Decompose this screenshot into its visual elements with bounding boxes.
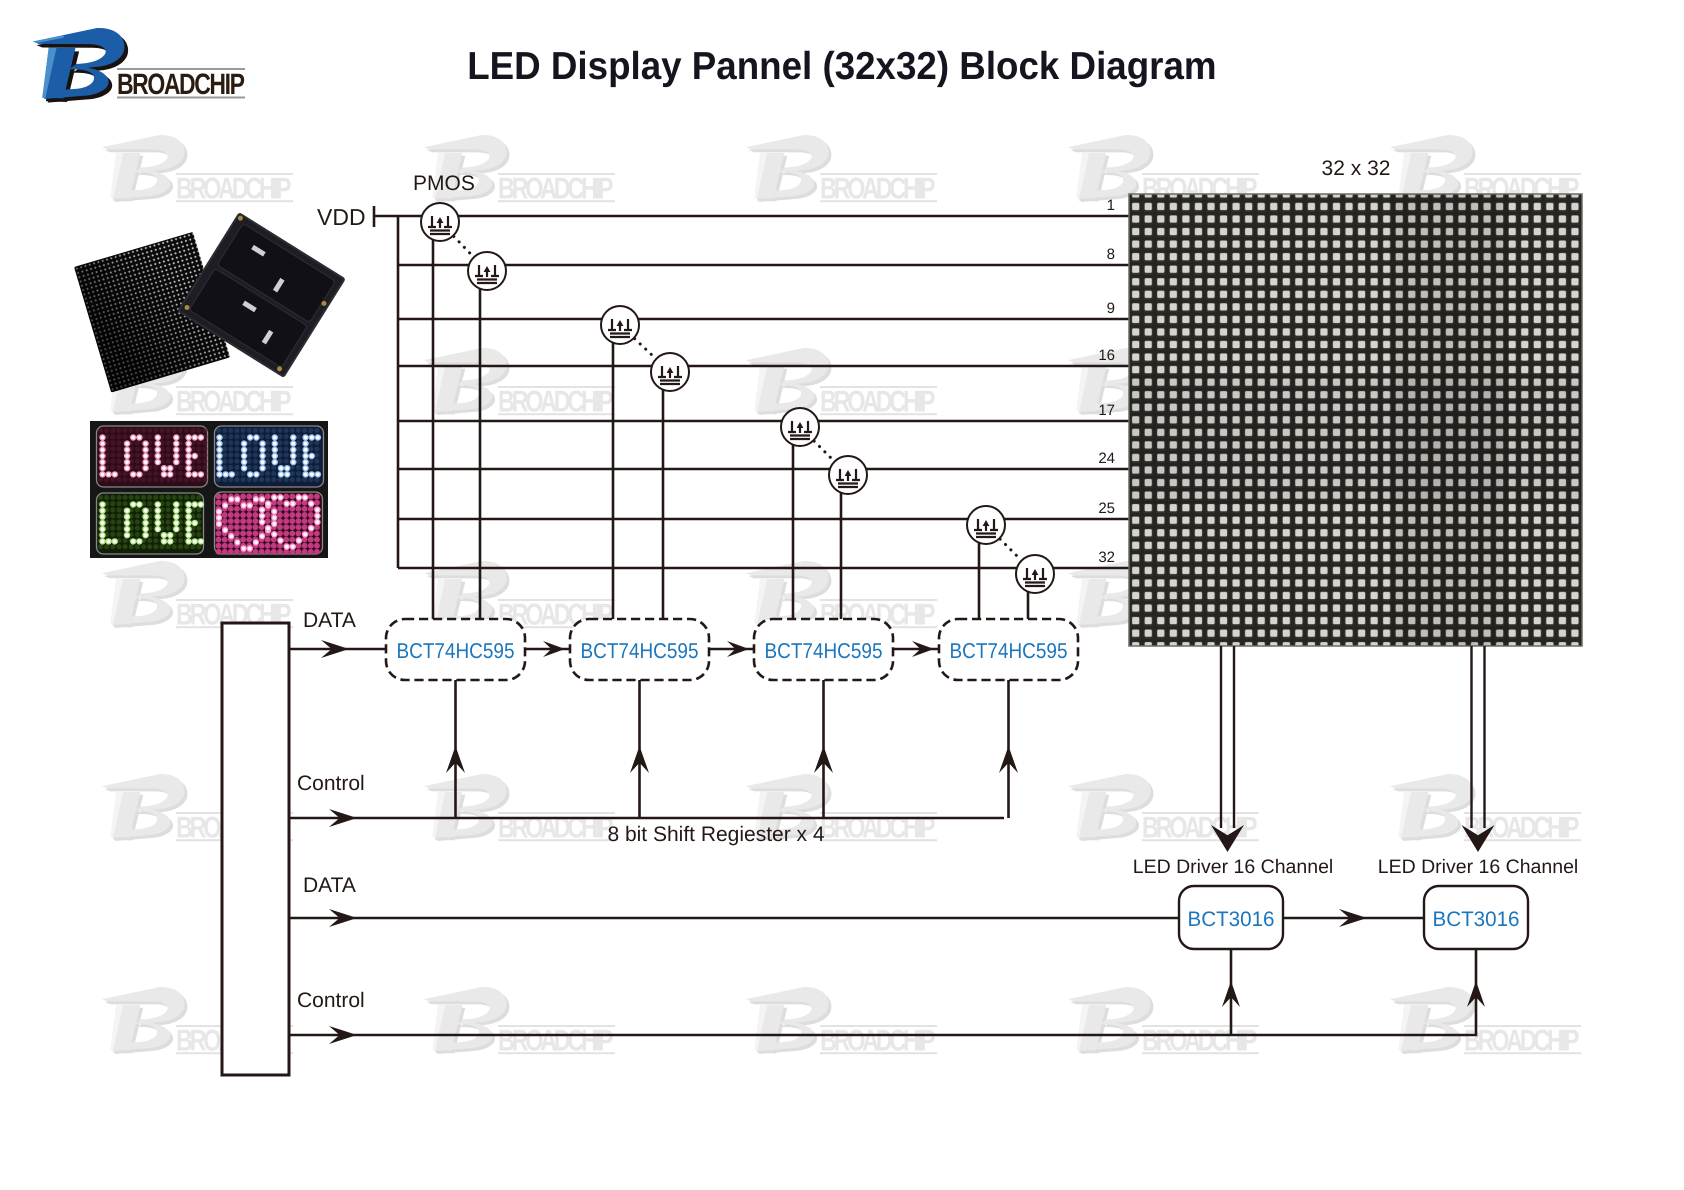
svg-text:8 bit Shift Regiester x 4: 8 bit Shift Regiester x 4 (607, 823, 824, 846)
svg-text:DATA: DATA (303, 609, 356, 632)
svg-text:LED Driver 16 Channel: LED Driver 16 Channel (1378, 856, 1579, 878)
svg-text:8: 8 (1107, 246, 1115, 263)
svg-text:17: 17 (1098, 402, 1115, 419)
svg-text:BCT74HC595: BCT74HC595 (765, 639, 883, 663)
svg-text:16: 16 (1098, 347, 1115, 364)
svg-text:VDD: VDD (317, 204, 366, 230)
svg-text:BCT74HC595: BCT74HC595 (581, 639, 699, 663)
svg-text:32 x 32: 32 x 32 (1322, 157, 1391, 180)
svg-text:BCT3016: BCT3016 (1433, 908, 1520, 931)
svg-text:25: 25 (1098, 500, 1115, 517)
svg-text:BCT74HC595: BCT74HC595 (950, 639, 1068, 663)
svg-text:32: 32 (1098, 549, 1115, 566)
svg-text:DATA: DATA (303, 874, 356, 897)
svg-text:9: 9 (1107, 300, 1115, 317)
svg-text:Control: Control (297, 772, 365, 795)
svg-text:24: 24 (1098, 450, 1115, 467)
svg-text:BROADCHIP: BROADCHIP (117, 68, 245, 101)
svg-text:Control: Control (297, 989, 365, 1012)
svg-text:LED Driver 16 Channel: LED Driver 16 Channel (1133, 856, 1334, 878)
svg-text:1: 1 (1107, 197, 1115, 214)
svg-text:BCT74HC595: BCT74HC595 (397, 639, 515, 663)
svg-text:BCT3016: BCT3016 (1188, 908, 1275, 931)
svg-text:PMOS: PMOS (413, 172, 475, 195)
